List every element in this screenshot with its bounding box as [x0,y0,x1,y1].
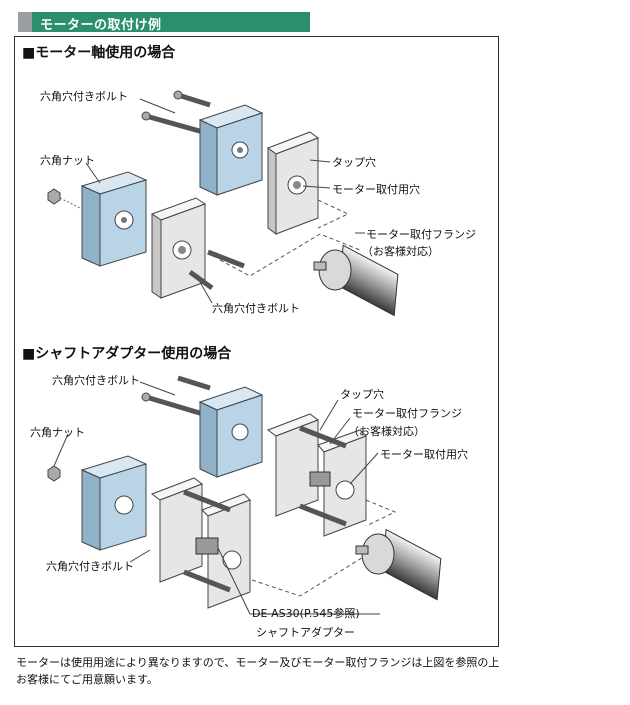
coupling-block-lower-1 [80,171,148,267]
hex-socket-bolt-top-1 [141,90,211,135]
label-tap-hole-2: タップ穴 [340,388,384,401]
section-title-motor-shaft: ■モーター軸使用の場合 [22,45,176,61]
label-hex-socket-bolt-bottom-1: 六角穴付きボルト [212,302,300,315]
label-hex-socket-bolt-top-1: 六角穴付きボルト [40,90,128,103]
label-hex-socket-bolt-top-2: 六角穴付きボルト [52,374,140,387]
label-motor-flange-2: モーター取付フランジ [352,407,462,420]
label-customer-support-2: （お客様対応） [348,425,425,438]
motor-1 [313,244,399,317]
header-accent [18,12,32,32]
motor-flange-frame-lower-2 [150,477,251,609]
label-hex-nut-1: 六角ナット [40,154,95,167]
hex-socket-bolt-bottom-1 [207,249,245,269]
motor-flange-plate-lower-1 [150,197,207,299]
section-title-shaft-adapter: ■シャフトアダプター使用の場合 [22,346,232,362]
label-motor-mount-hole-2: モーター取付用穴 [380,448,468,461]
motor-2 [355,528,442,601]
coupling-block-lower-2 [80,455,148,551]
label-tap-hole-1: タップ穴 [332,156,376,169]
page-title: モーターの取付け例 [40,18,162,33]
label-customer-support-1: （お客様対応） [362,245,439,258]
label-hex-nut-2: 六角ナット [30,426,85,439]
coupling-block-upper-1 [198,104,264,196]
footnote-line-2: お客様にてご用意願います。 [16,673,158,686]
label-shaft-adapter: シャフトアダプター [256,626,355,639]
motor-flange-plate-upper-1 [266,131,320,235]
hex-nut-2 [47,465,61,482]
hex-socket-bolt-top-2 [141,375,211,417]
footnote-line-1: モーターは使用用途により異なりますので、モーター及びモーター取付フランジは上図を… [16,656,500,669]
label-motor-flange-1: モーター取付フランジ [366,228,476,241]
label-adapter-model: DE-AS30(P.545参照) [252,607,360,620]
label-motor-mount-hole-1: モーター取付用穴 [332,183,420,196]
coupling-block-upper-2 [198,386,264,478]
illustration-frame [14,36,499,647]
hex-nut-1 [47,188,61,205]
header-bar [18,12,310,32]
label-hex-socket-bolt-bottom-2: 六角穴付きボルト [46,560,134,573]
motor-flange-frame-upper-2 [266,413,367,537]
